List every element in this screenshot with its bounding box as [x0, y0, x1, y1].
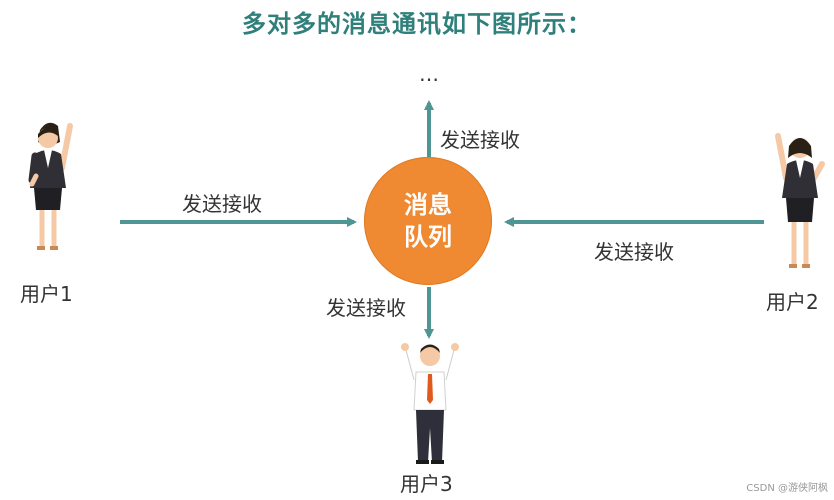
edge-label-more: 发送接收 [440, 128, 520, 152]
edge-label-user1: 发送接收 [182, 192, 262, 216]
more-indicator: … [419, 62, 439, 86]
user-label-2: 用户2 [766, 290, 819, 314]
user-label-1: 用户1 [20, 282, 73, 306]
watermark: CSDN @游侠阿枫 [746, 483, 828, 494]
edge-label-user3: 发送接收 [326, 296, 406, 320]
edge-label-user2: 发送接收 [594, 240, 674, 264]
queue-label-line2: 队列 [404, 223, 452, 251]
diagram-title: 多对多的消息通讯如下图所示： [242, 10, 592, 38]
queue-label-line1: 消息 [404, 191, 452, 219]
message-queue-node: 消息 队列 [364, 157, 492, 285]
man-arms-up-icon [401, 343, 459, 464]
user-label-3: 用户3 [400, 472, 453, 496]
woman-waving-icon [775, 133, 825, 268]
woman-waving-icon [28, 122, 73, 250]
